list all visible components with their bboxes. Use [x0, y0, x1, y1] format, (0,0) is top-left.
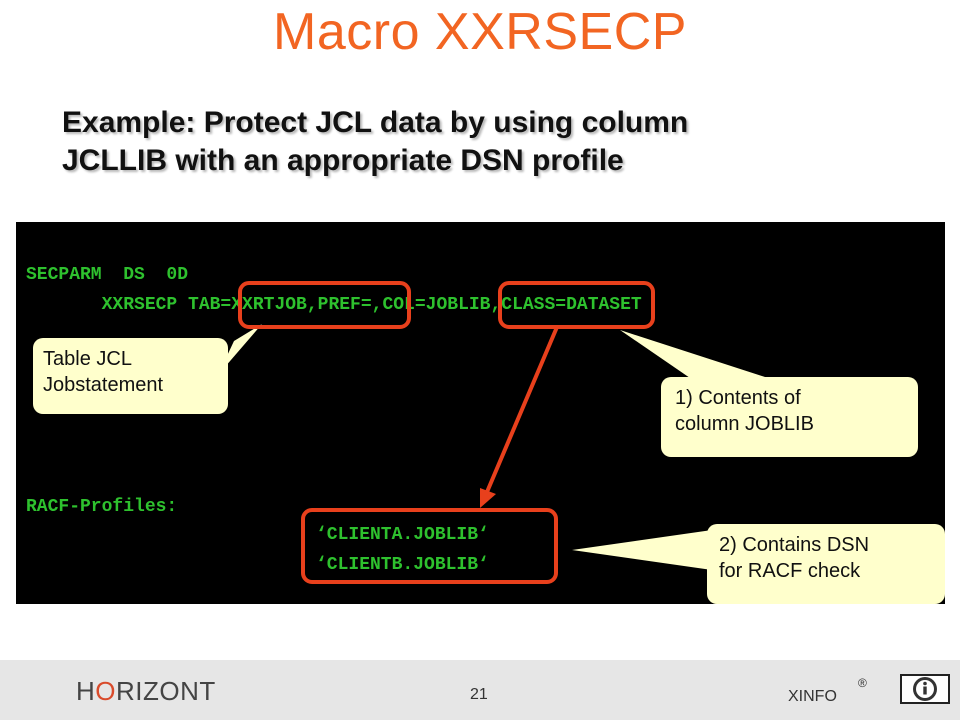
- callout-contents-joblib: 1) Contents of column JOBLIB: [661, 377, 918, 457]
- profiles-highlight-box: [301, 508, 558, 584]
- subtitle-line: JCLLIB with an appropriate DSN profile: [62, 144, 624, 177]
- logo-part: H: [76, 676, 96, 706]
- code-line-secparm: SECPARM DS 0D: [26, 265, 189, 285]
- callout-line: column JOBLIB: [675, 413, 814, 435]
- slide-title: Macro XXRSECP: [273, 3, 687, 61]
- profile-clienta: ‘CLIENTA.JOBLIB‘: [316, 525, 489, 545]
- arrow-head: [480, 488, 496, 508]
- xinfo-brand: XINFO: [788, 688, 837, 705]
- footer-bar: HORIZONT 21 XINFO ®: [0, 660, 960, 720]
- info-icon: [913, 677, 937, 701]
- profile-clientb: ‘CLIENTB.JOBLIB‘: [316, 555, 489, 575]
- callout-pointer-contents: [620, 330, 768, 378]
- callout-line: 1) Contents of: [675, 387, 801, 409]
- callout-pointer-table: [218, 324, 262, 375]
- tab-highlight-box: [238, 281, 411, 329]
- callout-line: 2) Contains DSN: [719, 534, 870, 556]
- page-number: 21: [470, 686, 488, 703]
- subtitle-line: Example: Protect JCL data by using colum…: [62, 106, 689, 139]
- arrow-line: [485, 326, 559, 493]
- col-highlight-box: [498, 281, 655, 329]
- code-line-racf-profiles: RACF-Profiles:: [26, 497, 178, 517]
- callout-dsn-racf: 2) Contains DSN for RACF check: [707, 524, 945, 604]
- slide-subtitle: Example: Protect JCL data by using colum…: [62, 104, 862, 180]
- callout-table-jcl: Table JCL Jobstatement: [33, 338, 228, 414]
- callout-pointer-dsn: [572, 530, 712, 570]
- callout-line: for RACF check: [719, 560, 861, 582]
- code-line-xxrsecp: XXRSECP TAB=XXRTJOB,PREF=,COL=JOBLIB,CLA…: [26, 295, 642, 315]
- callout-line: Jobstatement: [43, 374, 164, 396]
- info-button[interactable]: [900, 674, 950, 704]
- registered-mark: ®: [858, 676, 867, 690]
- callout-line: Table JCL: [43, 348, 132, 370]
- horizont-logo: HORIZONT: [76, 676, 216, 707]
- logo-part: RIZONT: [116, 676, 216, 706]
- logo-o: O: [95, 676, 117, 706]
